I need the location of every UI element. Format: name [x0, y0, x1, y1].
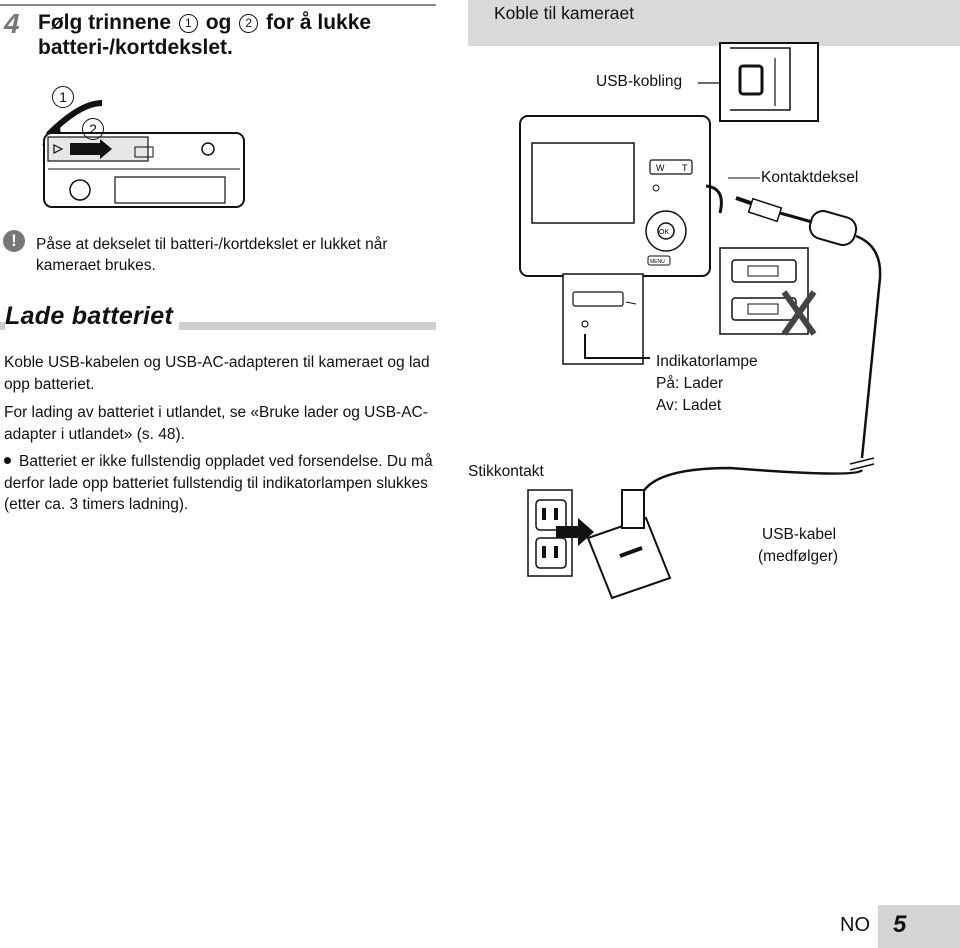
figure-marker-1: 1: [52, 86, 74, 108]
label-usb-cable-included: (medfølger): [758, 548, 839, 565]
camera-bottom-illustration: [42, 100, 245, 208]
step-heading: Følg trinnene 1 og 2 for å lukke batteri…: [38, 10, 438, 60]
figure-title-bar: [468, 0, 960, 46]
figure-marker-2: 2: [82, 118, 104, 140]
footer-language: NO: [840, 914, 870, 936]
camera-menu-label: MENU: [650, 259, 665, 265]
figure-title: Koble til kameraet: [494, 3, 635, 23]
step-text-after: for å lukke batteri-/kortdekslet.: [38, 11, 372, 59]
step-text-mid: og: [205, 11, 232, 34]
section-underline: [0, 322, 436, 330]
camera-ok-label: OK: [659, 229, 669, 236]
warning-icon: !: [3, 230, 25, 252]
label-usb-connection: USB-kobling: [596, 73, 683, 90]
camera-zoom-wide-label: W: [656, 163, 665, 173]
label-indicator-on: På: Lader: [656, 375, 724, 392]
bullet-item: Batteriet er ikke fullstendig oppladet v…: [4, 451, 434, 516]
step-marker-1: 1: [178, 14, 198, 33]
label-outlet: Stikkontakt: [468, 463, 544, 480]
step-top-rule: [0, 4, 436, 6]
footer-page-number: 5: [893, 911, 907, 938]
label-indicator-off: Av: Ladet: [656, 397, 722, 414]
step-marker-2: 2: [239, 14, 259, 33]
label-indicator-lamp: Indikatorlampe: [656, 353, 758, 370]
warning-text: Påse at dekselet til batteri-/kortdeksle…: [36, 236, 388, 274]
body-paragraph-1: Koble USB-kabelen og USB-AC-adapteren ti…: [4, 354, 430, 393]
bullet-dot-icon: [4, 457, 11, 464]
bullet-text: Batteriet er ikke fullstendig oppladet v…: [4, 453, 433, 513]
footer-page-box: [878, 905, 960, 948]
camera-connection-illustration: W T OK MENU: [519, 42, 882, 600]
step-text-before: Følg trinnene: [38, 11, 171, 34]
label-usb-cable: USB-kabel: [762, 526, 837, 543]
body-paragraph-2: For lading av batteriet i utlandet, se «…: [4, 404, 428, 443]
camera-zoom-tele-label: T: [682, 163, 688, 173]
label-contact-cover: Kontaktdeksel: [761, 169, 859, 186]
step-number: 4: [4, 8, 20, 39]
section-title: Lade batteriet: [5, 302, 180, 331]
